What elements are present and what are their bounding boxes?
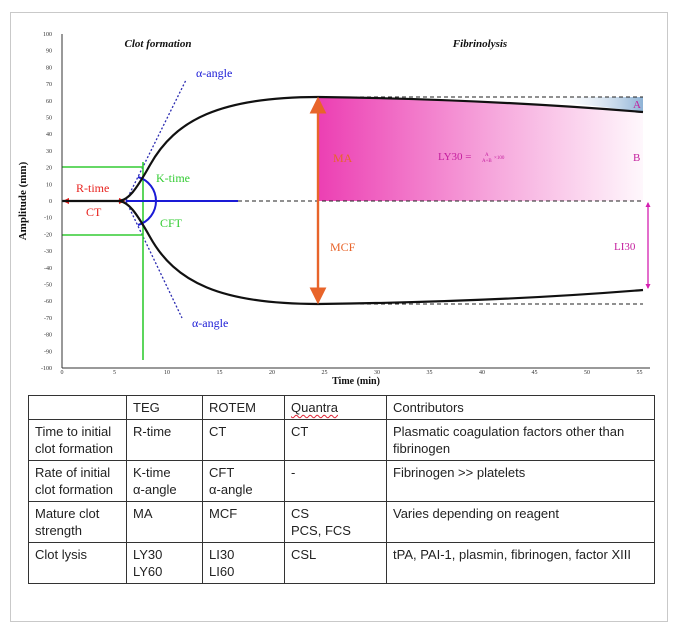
row-label-cell: Mature clot strength	[28, 501, 127, 543]
x-axis-ticks: 0 5 10 15 20 25 30 35 40 45 50 55	[61, 370, 643, 376]
teg-curve-upper	[62, 95, 644, 203]
y-tick-label: -70	[44, 316, 52, 322]
y-axis-label: Amplitude (mm)	[17, 161, 29, 240]
row-label-cell: Rate of initial clot formation	[28, 460, 127, 502]
y-tick-label: 20	[46, 166, 52, 172]
y-tick-label: 70	[46, 82, 52, 88]
header-quantra-text: Quantra	[291, 400, 338, 415]
y-tick-label: -100	[41, 366, 52, 372]
section-clot-formation-label: Clot formation	[125, 38, 192, 50]
y-axis-ticks: 1009080706050403020100-10-20-30-40-50-60…	[41, 32, 52, 372]
alpha-angle-label-bottom: α-angle	[192, 316, 228, 330]
section-fibrinolysis-label: Fibrinolysis	[452, 38, 507, 50]
y-tick-label: 90	[46, 49, 52, 55]
rotem-cell: LI30 LI60	[202, 542, 285, 584]
row-label-cell: Clot lysis	[28, 542, 127, 584]
table-header-row: TEG ROTEM Quantra Contributors	[28, 395, 655, 420]
x-tick-label: 50	[584, 370, 590, 376]
y-tick-label: -30	[44, 249, 52, 255]
row-label-cell: Time to initial clot formation	[28, 419, 127, 461]
rotem-cell: CT	[202, 419, 285, 461]
header-cell-rotem: ROTEM	[202, 395, 285, 420]
rotem-cell: CFT α-angle	[202, 460, 285, 502]
teg-diagram: 1009080706050403020100-10-20-30-40-50-60…	[17, 32, 651, 387]
x-tick-label: 15	[217, 370, 223, 376]
x-axis-label: Time (min)	[332, 376, 380, 387]
contributors-cell: Plasmatic coagulation factors other than…	[386, 419, 655, 461]
header-cell-quantra: Quantra	[284, 395, 387, 420]
contributors-cell: Fibrinogen >> platelets	[386, 460, 655, 502]
ct-label: CT	[86, 205, 102, 219]
y-tick-label: -10	[44, 216, 52, 222]
point-b-label: B	[633, 152, 640, 164]
alpha-angle-tangent-bottom	[125, 200, 183, 319]
x-tick-label: 20	[269, 370, 275, 376]
y-tick-label: 30	[46, 149, 52, 155]
ly30-formula-numerator: A	[485, 153, 489, 158]
ly30-formula: LY30 = A A+B ×100	[438, 151, 505, 164]
y-tick-label: 0	[49, 199, 52, 205]
x-tick-label: 25	[322, 370, 328, 376]
point-a-label: A	[633, 99, 641, 111]
y-tick-label: 10	[46, 182, 52, 188]
header-cell-contributors: Contributors	[386, 395, 655, 420]
x-tick-label: 10	[164, 370, 170, 376]
x-tick-label: 5	[113, 370, 116, 376]
ly30-formula-multiplier: ×100	[494, 156, 505, 161]
contributors-cell: tPA, PAI-1, plasmin, fibrinogen, factor …	[386, 542, 655, 584]
teg-cell: R-time	[126, 419, 203, 461]
ly30-formula-denominator: A+B	[482, 159, 492, 164]
teg-cell: MA	[126, 501, 203, 543]
lysis-blue-area	[548, 97, 643, 112]
table-row: Mature clot strength MA MCF CS PCS, FCS …	[28, 501, 655, 543]
quantra-cell: CS PCS, FCS	[284, 501, 387, 543]
r-time-label: R-time	[76, 181, 109, 195]
teg-cell: K-time α-angle	[126, 460, 203, 502]
ma-label: MA	[333, 151, 353, 165]
y-tick-label: 80	[46, 65, 52, 71]
x-tick-label: 40	[479, 370, 485, 376]
x-tick-label: 45	[532, 370, 538, 376]
y-tick-label: 60	[46, 99, 52, 105]
alpha-angle-tangent-top	[125, 79, 187, 202]
quantra-cell: -	[284, 460, 387, 502]
table-row: Rate of initial clot formation K-time α-…	[28, 460, 655, 502]
y-tick-label: -60	[44, 299, 52, 305]
y-tick-label: -80	[44, 333, 52, 339]
x-tick-label: 55	[637, 370, 643, 376]
li30-label: LI30	[614, 241, 636, 253]
header-cell-teg: TEG	[126, 395, 203, 420]
rotem-cell: MCF	[202, 501, 285, 543]
quantra-cell: CT	[284, 419, 387, 461]
y-tick-label: 50	[46, 116, 52, 122]
k-time-label: K-time	[156, 171, 190, 185]
teg-cell: LY30 LY60	[126, 542, 203, 584]
x-tick-label: 30	[374, 370, 380, 376]
x-tick-label: 0	[61, 370, 64, 376]
cft-label: CFT	[160, 216, 183, 230]
alpha-angle-label-top: α-angle	[196, 66, 232, 80]
header-cell-empty	[28, 395, 127, 420]
comparison-table: TEG ROTEM Quantra Contributors Time to i…	[28, 395, 655, 584]
table-row: Clot lysis LY30 LY60 LI30 LI60 CSL tPA, …	[28, 542, 655, 584]
y-tick-label: 40	[46, 132, 52, 138]
y-tick-label: -20	[44, 232, 52, 238]
lysis-pink-area	[318, 97, 643, 201]
teg-curve-lower	[117, 199, 644, 306]
y-tick-label: -90	[44, 349, 52, 355]
contributors-cell: Varies depending on reagent	[386, 501, 655, 543]
y-tick-label: 100	[43, 32, 52, 38]
table-row: Time to initial clot formation R-time CT…	[28, 419, 655, 461]
alpha-angle-arc	[137, 176, 157, 226]
mcf-label: MCF	[330, 240, 356, 254]
y-tick-label: -50	[44, 283, 52, 289]
x-tick-label: 35	[427, 370, 433, 376]
y-tick-label: -40	[44, 266, 52, 272]
quantra-cell: CSL	[284, 542, 387, 584]
ly30-formula-lhs: LY30 =	[438, 151, 472, 163]
